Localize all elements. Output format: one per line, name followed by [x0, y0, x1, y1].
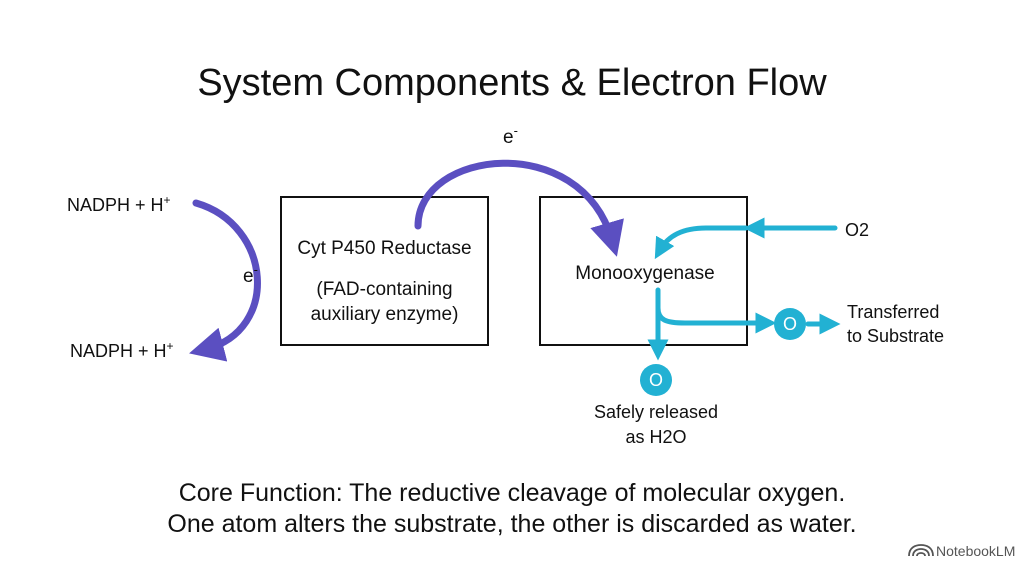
oxygen-atom-right	[774, 308, 806, 340]
monooxygenase-name: Monooxygenase	[575, 263, 714, 284]
substrate-oxygen-arrow	[655, 287, 777, 334]
transferred-label-line1: Transferred	[847, 302, 939, 322]
oxygen-atom-bottom-label: O	[649, 370, 663, 390]
reductase-desc-line2: auxiliary enzyme)	[311, 304, 459, 325]
oxygen-atom-right-label: O	[783, 314, 797, 334]
page-title: System Components & Electron Flow	[197, 62, 827, 104]
released-label-line2: as H2O	[625, 427, 686, 447]
transferred-label-line2: to Substrate	[847, 326, 944, 346]
nadph-top-label: NADPH + H+	[67, 193, 171, 215]
oxygen-atom-bottom	[640, 364, 672, 396]
footer-line1: Core Function: The reductive cleavage of…	[179, 479, 846, 507]
notebooklm-logo-icon	[908, 544, 934, 557]
reductase-desc-line1: (FAD-containing	[316, 279, 452, 300]
o2-binding-arrow	[654, 225, 749, 260]
reductase-name: Cyt P450 Reductase	[297, 238, 471, 259]
footer-line2: One atom alters the substrate, the other…	[167, 510, 856, 538]
o2-label: O2	[845, 220, 869, 240]
released-label-line1: Safely released	[594, 402, 718, 422]
top-electron-label: e-	[503, 123, 518, 148]
reductase-box	[280, 196, 489, 346]
brand-name: NotebookLM	[936, 543, 1015, 559]
left-electron-label: e-	[243, 262, 258, 287]
monooxygenase-box	[539, 196, 748, 346]
nadph-bottom-label: NADPH + H+	[70, 339, 174, 361]
nadph-electron-arrow	[189, 199, 261, 362]
electron-transfer-arrow	[414, 159, 624, 257]
